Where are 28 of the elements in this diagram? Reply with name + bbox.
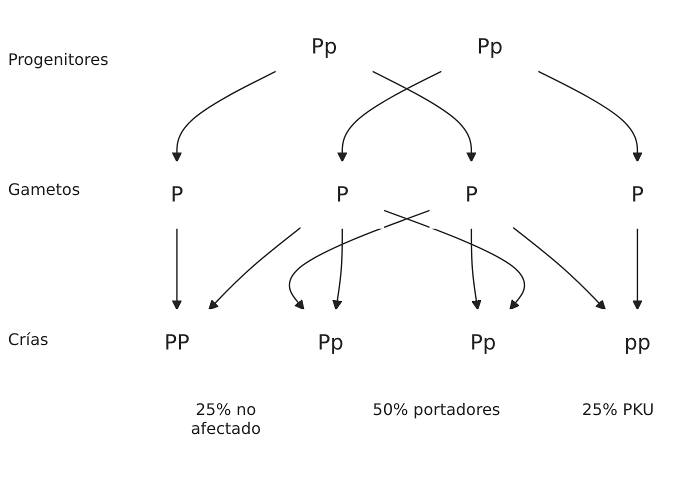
node-text: P — [465, 182, 478, 208]
arrow — [208, 226, 302, 310]
row-label: Crías — [8, 330, 48, 349]
arrow — [172, 70, 277, 162]
node-text: Pp — [311, 34, 338, 60]
arrow — [512, 226, 606, 310]
row-label: Progenitores — [8, 50, 108, 69]
node-text: Pp — [470, 330, 496, 356]
group-caption: 25% no afectado — [190, 400, 262, 438]
arrow — [383, 210, 526, 310]
node-text: Pp — [476, 34, 503, 60]
node-text: P — [170, 182, 184, 208]
node-text: P — [631, 182, 644, 208]
node-text: PP — [164, 330, 190, 356]
arrow — [288, 210, 430, 310]
arrow — [172, 228, 182, 310]
group-caption: 25% PKU — [582, 400, 654, 421]
row-label: Gametos — [8, 180, 80, 199]
node-text: Pp — [318, 330, 344, 356]
node-text: P — [336, 182, 349, 208]
arrow — [537, 70, 643, 162]
arrow — [372, 70, 477, 162]
arrow — [470, 228, 482, 310]
arrow — [632, 228, 643, 310]
arrow — [337, 70, 442, 162]
node-text: pp — [624, 330, 651, 356]
arrow — [332, 228, 343, 310]
group-caption: 50% portadores — [372, 400, 500, 421]
